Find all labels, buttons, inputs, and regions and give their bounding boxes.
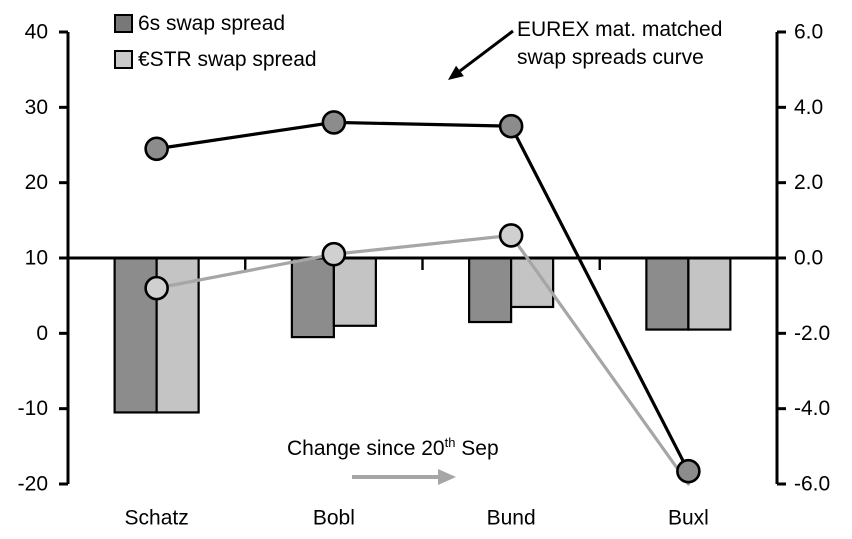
bar-buxl-6s: [645, 256, 690, 331]
bar-bobl-6s: [290, 256, 335, 339]
bar-series-group: [113, 256, 732, 414]
line-marker-buxl: [676, 458, 701, 484]
change-annotation-superscript: th: [444, 435, 456, 450]
change-annotation: Change since 20th Sep: [287, 435, 499, 461]
category-label-bobl: Bobl: [313, 507, 355, 530]
right-axis-tick-label: 2.0: [794, 171, 823, 194]
right-axis-tick-label: -2.0: [794, 322, 830, 345]
legend-item-6s-swap-spread: 6s swap spread: [114, 10, 317, 37]
line-marker-bobl: [321, 241, 347, 267]
legend-swatch-6s: [114, 14, 133, 33]
right-axis-ticks-group: 6.0 4.0 2.0 0.0 -2.0 -4.0 -6.0: [777, 21, 830, 496]
curve-annotation-line1: EUREX mat. matched: [517, 18, 723, 41]
axes-group: [66, 32, 779, 484]
line-marker-bund: [498, 223, 524, 248]
category-labels-group: Schatz Bobl Bund Buxl: [125, 507, 709, 530]
left-axis-tick-label: 20: [25, 171, 48, 194]
category-label-buxl: Buxl: [668, 507, 709, 530]
curve-annotation-arrow-icon-shaft: [459, 29, 514, 73]
category-label-bund: Bund: [487, 507, 536, 530]
left-axis-tick-label: -10: [18, 397, 48, 420]
legend-item-estr-swap-spread: €STR swap spread: [114, 46, 317, 73]
right-axis-tick-label: -4.0: [794, 397, 830, 420]
bar-bobl-estr: [332, 256, 377, 327]
left-axis-ticks-group: 40 30 20 10 0 -10 -20: [18, 21, 68, 496]
category-label-schatz: Schatz: [125, 507, 189, 530]
bar-buxl-estr: [687, 256, 732, 331]
right-axis-tick-label: 6.0: [794, 21, 823, 44]
left-axis-tick-label: 10: [25, 247, 48, 270]
legend-label-estr: €STR swap spread: [138, 47, 317, 71]
legend: 6s swap spread €STR swap spread: [114, 10, 317, 73]
left-axis-tick-label: 30: [25, 96, 48, 119]
line-series-path: [155, 120, 690, 473]
line-series-group: [144, 110, 701, 484]
curve-annotation: EUREX mat. matched swap spreads curve: [517, 16, 722, 72]
left-axis-tick-label: -20: [18, 473, 48, 496]
line-marker-bund: [498, 113, 524, 139]
change-annotation-prefix: Change since 20: [287, 437, 445, 460]
line-marker-schatz: [144, 136, 169, 162]
bar-bund-6s: [468, 256, 513, 324]
line-marker-bobl: [321, 110, 347, 135]
change-annotation-arrow-icon-head: [438, 469, 456, 485]
curve-annotation-arrow-icon: [448, 29, 514, 80]
legend-swatch-estr: [114, 50, 133, 69]
change-annotation-suffix: Sep: [455, 437, 499, 460]
line-series-group: [144, 223, 690, 486]
legend-label-6s: 6s swap spread: [138, 11, 286, 35]
curve-annotation-line2: swap spreads curve: [517, 46, 704, 69]
curve-annotation-arrow-icon-head: [448, 65, 464, 80]
line-marker-schatz: [144, 275, 169, 301]
right-axis-tick-label: 0.0: [794, 247, 823, 270]
right-axis-tick-label: 4.0: [794, 96, 823, 119]
right-axis-tick-label: -6.0: [794, 473, 830, 496]
change-annotation-arrow-icon: [352, 469, 456, 485]
line-series-path: [155, 233, 690, 486]
left-axis-tick-label: 40: [25, 21, 48, 44]
left-axis-tick-label: 0: [36, 322, 48, 345]
